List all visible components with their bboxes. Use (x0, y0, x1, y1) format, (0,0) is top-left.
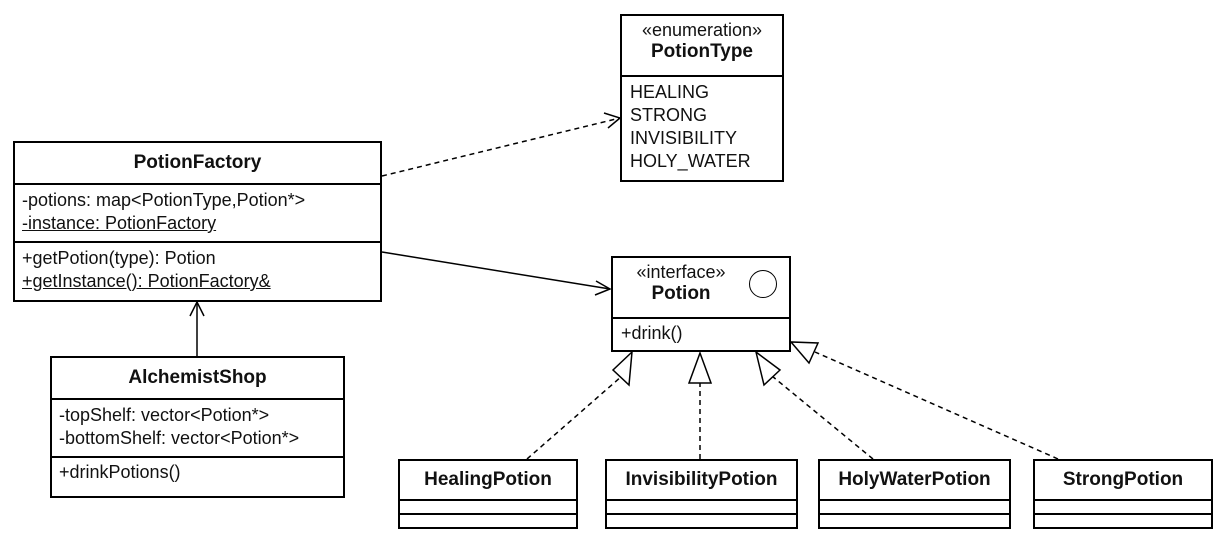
potiontype-name: PotionType (650, 41, 754, 62)
enum-value: HEALING (630, 82, 710, 102)
holywaterpotion-attributes (820, 499, 1009, 513)
enum-value: STRONG (630, 105, 708, 125)
method: +drinkPotions() (59, 462, 181, 482)
method: +drink() (621, 323, 683, 343)
potionfactory-class[interactable]: PotionFactory -potions: map<PotionType,P… (13, 141, 382, 302)
method: +getPotion(type): Potion (22, 248, 216, 268)
invisibilitypotion-methods (607, 513, 796, 527)
attribute: -potions: map<PotionType,Potion*> (22, 190, 306, 210)
method-static: +getInstance(): PotionFactory& (22, 271, 271, 291)
dependency-factory-to-potiontype (381, 117, 621, 177)
healingpotion-class[interactable]: HealingPotion (398, 459, 578, 529)
potionfactory-methods: +getPotion(type): Potion +getInstance():… (15, 241, 380, 293)
potiontype-values: HEALING STRONG INVISIBILITY HOLY_WATER (622, 75, 782, 173)
invisibilitypotion-class[interactable]: InvisibilityPotion (605, 459, 798, 529)
potion-header: «interface» Potion (613, 258, 789, 317)
strongpotion-attributes (1035, 499, 1211, 513)
invisibilitypotion-name: InvisibilityPotion (625, 469, 778, 490)
enumeration-stereotype: «enumeration» (641, 20, 763, 40)
potion-methods: +drink() (613, 317, 789, 345)
strongpotion-methods (1035, 513, 1211, 527)
healingpotion-name: HealingPotion (424, 469, 552, 490)
association-shop-arrowhead (189, 300, 205, 317)
realization-holywater (754, 350, 874, 460)
attribute-static: -instance: PotionFactory (22, 213, 217, 233)
enum-value: HOLY_WATER (630, 151, 751, 171)
potionfactory-attributes: -potions: map<PotionType,Potion*> -insta… (15, 183, 380, 241)
alchemistshop-methods: +drinkPotions() (52, 456, 343, 484)
potion-interface[interactable]: «interface» Potion +drink() (611, 256, 791, 352)
holywaterpotion-name: HolyWaterPotion (838, 469, 991, 490)
interface-circle-icon (749, 270, 777, 298)
potion-name: Potion (651, 283, 711, 304)
healingpotion-methods (400, 513, 576, 527)
healingpotion-attributes (400, 499, 576, 513)
attribute: -topShelf: vector<Potion*> (59, 405, 270, 425)
interface-stereotype: «interface» (636, 262, 726, 282)
attribute: -bottomShelf: vector<Potion*> (59, 428, 300, 448)
invisibilitypotion-attributes (607, 499, 796, 513)
potionfactory-name: PotionFactory (133, 152, 262, 173)
alchemistshop-name: AlchemistShop (128, 367, 267, 388)
alchemistshop-class[interactable]: AlchemistShop -topShelf: vector<Potion*>… (50, 356, 345, 498)
realization-strong (789, 341, 1059, 460)
realization-invisibility (687, 350, 713, 459)
strongpotion-class[interactable]: StrongPotion (1033, 459, 1213, 529)
strongpotion-name: StrongPotion (1062, 469, 1184, 490)
holywaterpotion-class[interactable]: HolyWaterPotion (818, 459, 1011, 529)
association-factory-to-potion (381, 251, 611, 290)
potiontype-enum[interactable]: «enumeration» PotionType HEALING STRONG … (620, 14, 784, 182)
association-arrowhead (594, 280, 612, 296)
potiontype-header: «enumeration» PotionType (622, 16, 782, 75)
realization-healing (526, 350, 633, 460)
enum-value: INVISIBILITY (630, 128, 738, 148)
holywaterpotion-methods (820, 513, 1009, 527)
alchemistshop-attributes: -topShelf: vector<Potion*> -bottomShelf:… (52, 398, 343, 456)
